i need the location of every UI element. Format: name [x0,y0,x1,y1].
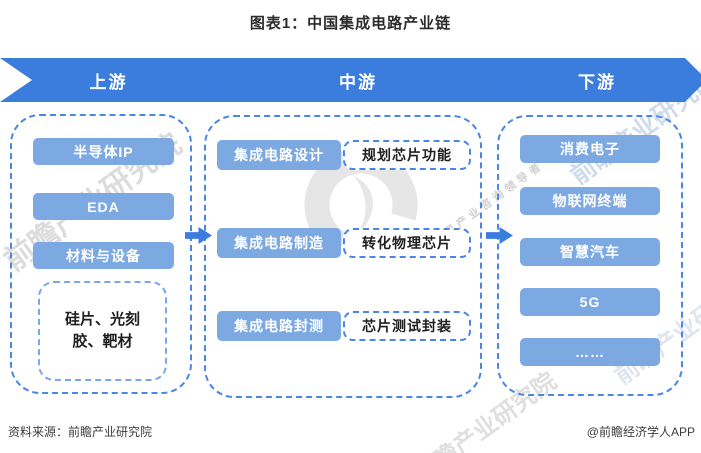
downstream-item-5g: 5G [520,288,660,316]
banner-downstream: 下游 [497,58,701,102]
midstream-stage-manufacture: 集成电路制造 [217,228,341,258]
downstream-item-consumer-electronics: 消费电子 [520,135,660,163]
app-credit: @前瞻经济学人APP [586,425,695,439]
banner-midstream-label: 中游 [339,72,377,92]
page-title: 图表1：中国集成电路产业链 [249,15,452,32]
midstream-row-packaging-testing: 集成电路封测 芯片测试封装 [217,311,471,341]
midstream-desc-design: 规划芯片功能 [343,140,471,170]
downstream-item-iot-terminals: 物联网终端 [520,187,660,215]
banner-upstream-label: 上游 [89,72,128,92]
upstream-materials-label: 硅片、光刻胶、靶材 [64,310,140,351]
downstream-group: 消费电子 物联网终端 智慧汽车 5G …… [497,115,683,396]
upstream-item-semiconductor-ip: 半导体IP [33,138,174,165]
banner-midstream: 中游 [203,58,523,102]
upstream-group: 半导体IP EDA 材料与设备 硅片、光刻胶、靶材 [10,114,192,394]
downstream-item-smart-cars: 智慧汽车 [520,238,660,266]
midstream-group: 集成电路设计 规划芯片功能 集成电路制造 转化物理芯片 集成电路封测 芯片测试封… [204,115,482,398]
midstream-stage-design: 集成电路设计 [217,140,341,170]
midstream-stage-packaging-testing: 集成电路封测 [217,311,341,341]
source-note: 资料来源：前瞻产业研究院 [8,425,153,439]
midstream-desc-manufacture: 转化物理芯片 [343,228,471,258]
downstream-item-ellipsis: …… [520,338,660,366]
upstream-materials-box: 硅片、光刻胶、靶材 [38,281,167,381]
midstream-row-design: 集成电路设计 规划芯片功能 [217,140,471,170]
banner-downstream-label: 下游 [578,72,616,92]
upstream-item-materials-equipment: 材料与设备 [33,242,174,269]
upstream-item-eda: EDA [33,193,174,220]
midstream-desc-packaging-testing: 芯片测试封装 [343,311,471,341]
midstream-row-manufacture: 集成电路制造 转化物理芯片 [217,228,471,258]
